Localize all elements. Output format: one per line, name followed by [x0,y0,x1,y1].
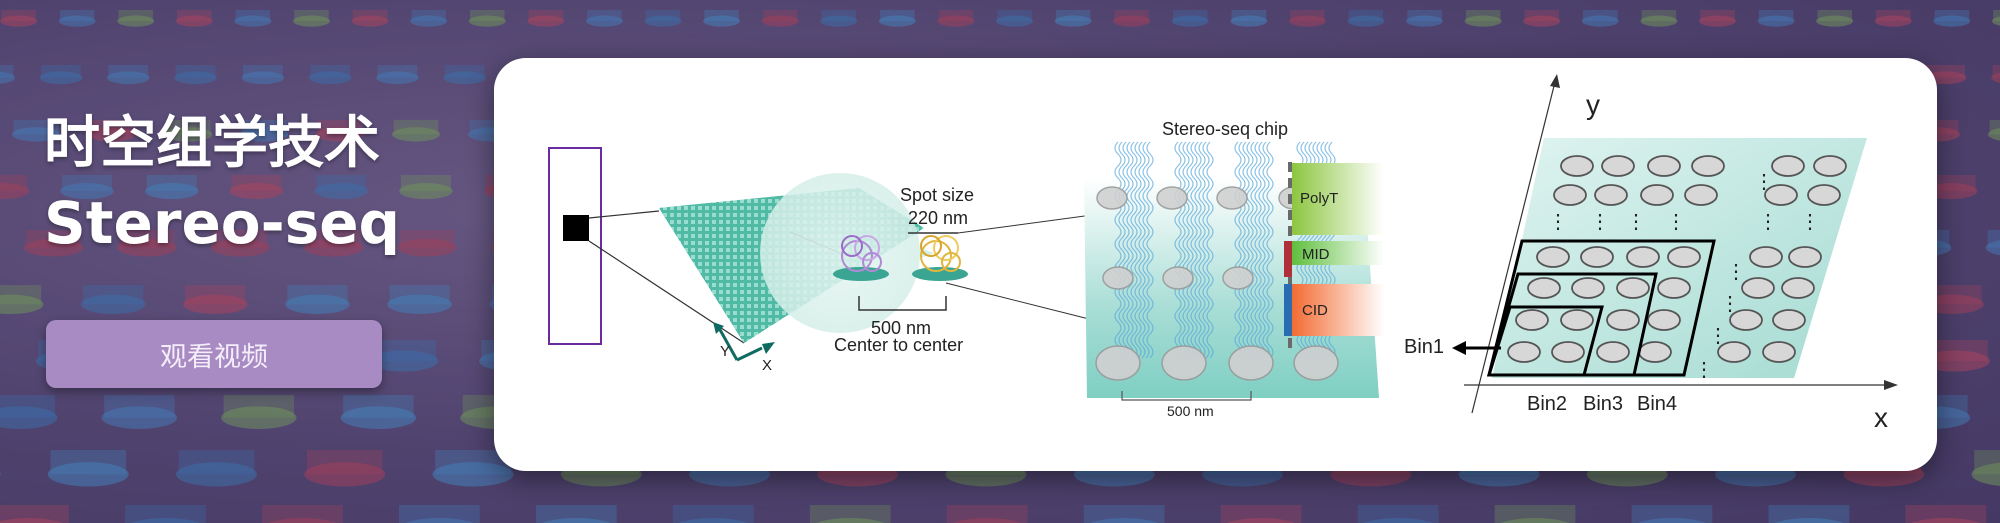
zoom-circle [760,173,920,333]
chip-wells [1095,186,1339,381]
xy-axis-icon: Y X [713,322,775,374]
bin-axis-y-label: y [1586,89,1600,120]
spacing-value: 500 nm [871,318,931,338]
hero-title-line2: Stereo-seq [44,189,401,257]
bin-spots: ⋮ ⋮ ⋮ ⋮ ⋮ ⋮ ⋮ ⋮ ⋮ ⋮ ⋮ [1507,155,1847,381]
svg-text:⋮: ⋮ [1800,211,1820,233]
svg-text:⋮: ⋮ [1590,211,1610,233]
stereo-seq-diagram: Y X Spot size 220 nm 500 nm Center to ce… [548,74,1898,433]
layer-cid [1292,284,1384,336]
layer-polyt [1292,163,1384,235]
svg-text:⋮: ⋮ [1720,293,1740,315]
layer-mid-label: MID [1302,246,1330,263]
bin1-label: Bin1 [1404,336,1444,358]
svg-text:⋮: ⋮ [1754,171,1774,193]
spot-size-value: 220 nm [908,208,968,228]
hero-title: 时空组学技术 Stereo-seq [44,108,400,266]
bin-axis-x-label: x [1874,402,1888,433]
dnb-spot-left [833,235,889,281]
bin4-outline [1487,239,1716,377]
chip-title: Stereo-seq chip [1162,119,1288,139]
bin-y-axis [1471,81,1556,414]
axis-y-label: Y [720,343,730,360]
svg-text:⋮: ⋮ [1726,261,1746,283]
layer-cid-label: CID [1302,302,1328,319]
bin2-label: Bin2 [1527,393,1567,415]
spot-size-label: Spot size [900,185,974,205]
slide-outline [548,147,602,345]
svg-text:⋮: ⋮ [1626,211,1646,233]
svg-text:⋮: ⋮ [1708,325,1728,347]
layer-polyt-label: PolyT [1300,190,1338,207]
svg-text:⋮: ⋮ [1548,211,1568,233]
zoom-line-top [588,210,660,219]
bin2-outline [1486,305,1604,377]
spacing-bracket [858,296,947,311]
bin4-label: Bin4 [1637,393,1677,415]
bin3-label: Bin3 [1583,393,1623,415]
hero-title-line1: 时空组学技术 [44,111,380,176]
svg-text:⋮: ⋮ [1666,211,1686,233]
layer-mid [1292,241,1384,265]
dnb-spot-right [912,235,968,281]
chip-square [563,215,589,241]
spacing-caption: Center to center [834,335,963,355]
svg-text:⋮: ⋮ [1758,211,1778,233]
axis-x-label: X [762,357,772,374]
watch-video-button[interactable]: 观看视频 [46,320,382,388]
chip-spacing-label: 500 nm [1167,403,1214,419]
svg-text:⋮: ⋮ [1694,359,1714,381]
diagram-card: Y X Spot size 220 nm 500 nm Center to ce… [494,58,1937,471]
